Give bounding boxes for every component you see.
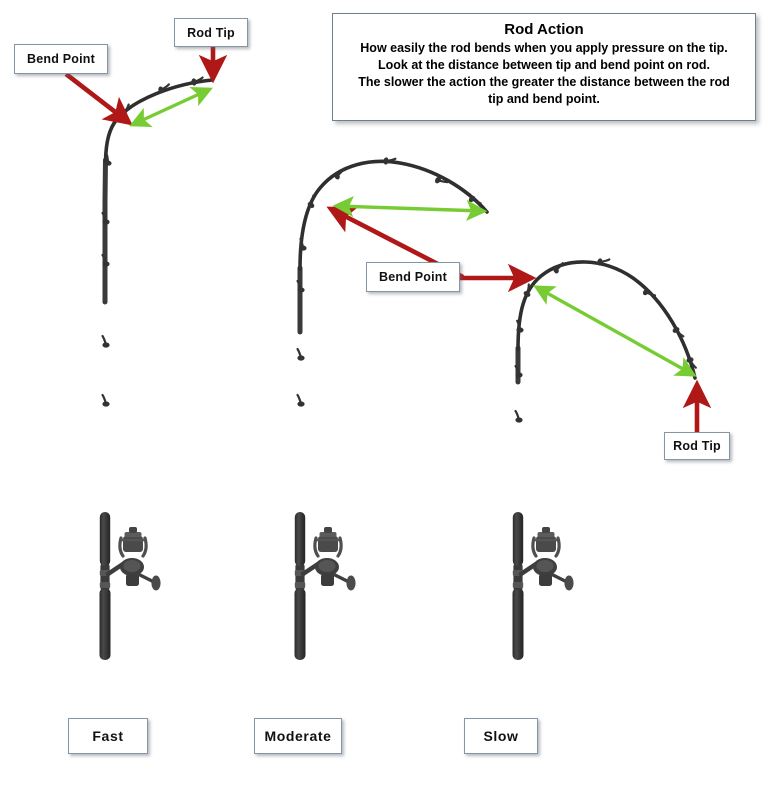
distance-arrow-moderate: [332, 196, 488, 221]
rod-action-info-panel: Rod Action How easily the rod bends when…: [332, 13, 756, 121]
rod-moderate: [295, 155, 489, 660]
rod-action-heading: Rod Action: [504, 21, 584, 38]
callout-bend-point-fast: Bend Point: [14, 44, 108, 74]
distance-arrow-slow: [533, 285, 697, 377]
rod-fast: [100, 76, 214, 660]
arrow-bend-point-fast: [64, 72, 133, 126]
action-label-slow: Slow: [464, 718, 538, 754]
distance-arrow-fast: [129, 86, 213, 128]
action-label-fast: Fast: [68, 718, 148, 754]
rod-action-line-4: tip and bend point.: [488, 92, 600, 106]
callout-rod-tip-slow: Rod Tip: [664, 432, 730, 460]
rod-action-line-2: Look at the distance between tip and ben…: [378, 58, 710, 72]
rod-action-line-1: How easily the rod bends when you apply …: [360, 41, 728, 55]
action-label-moderate: Moderate: [254, 718, 342, 754]
callout-bend-point-shared: Bend Point: [366, 262, 460, 292]
callout-rod-tip-fast: Rod Tip: [174, 18, 248, 47]
rod-action-line-3: The slower the action the greater the di…: [358, 75, 730, 89]
